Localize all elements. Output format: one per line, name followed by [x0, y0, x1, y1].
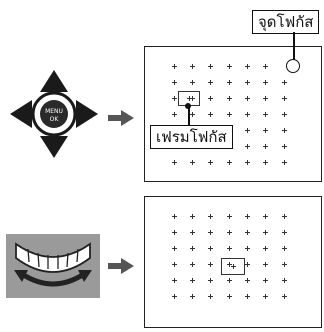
right-arrow-icon — [108, 258, 134, 274]
focus-point-dot — [189, 277, 195, 283]
focus-point-dot — [189, 111, 195, 117]
focus-point-dot — [262, 159, 268, 165]
focus-point-dot — [189, 79, 195, 85]
focus-point-dot — [262, 63, 268, 69]
focus-point-dot — [281, 95, 287, 101]
focus-point-dot — [226, 213, 232, 219]
focus-point-dot — [281, 277, 287, 283]
focus-point-dot — [226, 277, 232, 283]
focus-point-dot — [262, 143, 268, 149]
focus-point-dot — [207, 261, 213, 267]
focus-frame-label: เฟรมโฟกัส — [156, 128, 227, 146]
focus-point-dot — [262, 261, 268, 267]
focus-point-dot — [171, 159, 177, 165]
focus-point-dot — [171, 277, 177, 283]
focus-point-dot — [244, 127, 250, 133]
focus-point-dot — [171, 111, 177, 117]
focus-point-dot — [207, 63, 213, 69]
focus-point-dot — [171, 213, 177, 219]
focus-frame-leader-dot — [185, 103, 191, 109]
focus-point-dot — [226, 159, 232, 165]
focus-point-dot — [244, 229, 250, 235]
focus-point-dot — [226, 63, 232, 69]
focus-point-dot — [281, 79, 287, 85]
focus-point-dot — [226, 95, 232, 101]
focus-point-dot — [226, 229, 232, 235]
focus-point-dot — [244, 245, 250, 251]
focus-point-dot — [244, 293, 250, 299]
focus-point-dot — [171, 79, 177, 85]
focus-point-dot — [207, 79, 213, 85]
focus-point-dot — [189, 159, 195, 165]
focus-point-dot — [171, 95, 177, 101]
right-arrow-icon — [108, 110, 134, 126]
focus-point-dot — [189, 63, 195, 69]
focus-point-dot — [244, 277, 250, 283]
focus-point-marker — [286, 59, 300, 73]
focus-point-dot — [189, 293, 195, 299]
focus-point-dot — [171, 63, 177, 69]
focus-point-dot — [244, 95, 250, 101]
command-dial-icon — [6, 234, 100, 298]
focus-point-dot — [281, 143, 287, 149]
focus-point-dot — [281, 293, 287, 299]
focus-point-dot — [281, 245, 287, 251]
focus-point-dot — [244, 261, 250, 267]
focus-point-dot — [189, 261, 195, 267]
focus-point-dot — [207, 229, 213, 235]
focus-frame-leader — [188, 104, 190, 126]
focus-point-dot — [262, 277, 268, 283]
focus-point-dot — [262, 229, 268, 235]
focus-point-dot — [244, 79, 250, 85]
focus-point-dot — [262, 213, 268, 219]
focus-point-dot — [244, 143, 250, 149]
selected-focus-point — [186, 95, 192, 101]
focus-point-dot — [244, 159, 250, 165]
focus-point-callout: จุดโฟกัส — [252, 10, 320, 34]
focus-point-dot — [171, 245, 177, 251]
focus-point-dot — [244, 63, 250, 69]
focus-point-dot — [262, 111, 268, 117]
menu-label: MENU — [45, 108, 63, 115]
focus-point-dot — [226, 261, 232, 267]
focus-frame-callout: เฟรมโฟกัส — [150, 125, 233, 149]
focus-point-dot — [171, 261, 177, 267]
focus-point-label: จุดโฟกัส — [258, 13, 314, 31]
focus-point-dot — [189, 245, 195, 251]
focus-point-dot — [262, 79, 268, 85]
ok-label: OK — [50, 116, 60, 123]
focus-point-dot — [281, 229, 287, 235]
focus-point-dot — [207, 159, 213, 165]
focus-point-dot — [226, 79, 232, 85]
focus-point-dot — [262, 95, 268, 101]
focus-point-dot — [262, 127, 268, 133]
focus-point-dot — [281, 127, 287, 133]
focus-point-dot — [244, 213, 250, 219]
focus-point-dot — [244, 111, 250, 117]
focus-point-dot — [189, 213, 195, 219]
focus-point-dot — [281, 261, 287, 267]
focus-point-dot — [262, 245, 268, 251]
focus-point-dot — [226, 111, 232, 117]
selected-focus-point — [230, 263, 236, 269]
focus-point-dot — [281, 213, 287, 219]
focus-point-dot — [226, 245, 232, 251]
focus-point-dot — [171, 293, 177, 299]
focus-point-dot — [207, 277, 213, 283]
focus-point-dot — [281, 111, 287, 117]
focus-point-dot — [262, 293, 268, 299]
focus-point-dot — [207, 111, 213, 117]
focus-point-dot — [189, 95, 195, 101]
focus-point-leader — [293, 32, 295, 60]
focus-point-dot — [281, 159, 287, 165]
focus-point-dot — [207, 95, 213, 101]
multi-selector-icon: MENU OK — [8, 68, 100, 160]
focus-point-dot — [189, 229, 195, 235]
focus-point-dot — [207, 213, 213, 219]
focus-point-dot — [207, 293, 213, 299]
focus-point-dot — [207, 245, 213, 251]
focus-point-dot — [226, 293, 232, 299]
focus-point-dot — [171, 229, 177, 235]
